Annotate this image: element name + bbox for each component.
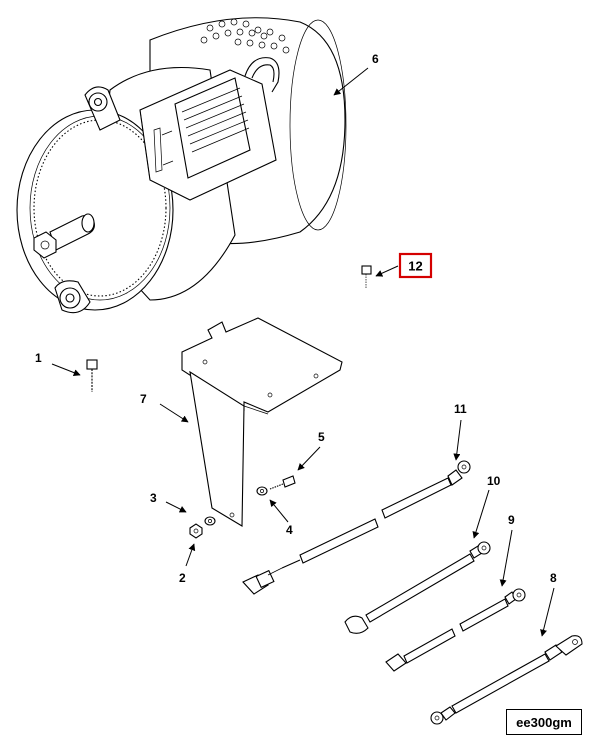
alternator-assembly [16, 17, 347, 314]
callout-3: 3 [150, 491, 157, 505]
callout-labels: 6 1 7 5 3 4 2 11 10 9 8 [35, 52, 557, 585]
mounting-bracket-item-7 [181, 317, 343, 527]
callout-6: 6 [372, 52, 379, 66]
vent-holes [200, 18, 290, 54]
screw-item-12 [361, 265, 372, 288]
highlighted-callout-12: 12 [398, 252, 433, 279]
callout-4: 4 [286, 523, 293, 537]
cable-item-10 [344, 541, 491, 634]
callout-12: 12 [408, 259, 422, 274]
hardware-items [189, 475, 296, 539]
callout-10: 10 [487, 474, 501, 488]
callout-9: 9 [508, 513, 515, 527]
cable-item-11 [242, 460, 471, 595]
callout-8: 8 [550, 571, 557, 585]
leader-lines [51, 67, 555, 637]
bolt-item-1 [86, 359, 98, 392]
callout-5: 5 [318, 430, 325, 444]
callout-2: 2 [179, 571, 186, 585]
figure-id-label: ee300gm [506, 709, 582, 735]
callout-11: 11 [454, 402, 467, 416]
callout-1: 1 [35, 351, 42, 365]
cable-item-9 [385, 588, 526, 672]
callout-7: 7 [140, 392, 147, 406]
cable-item-8 [430, 635, 583, 725]
callout-highlight-box [398, 252, 433, 279]
